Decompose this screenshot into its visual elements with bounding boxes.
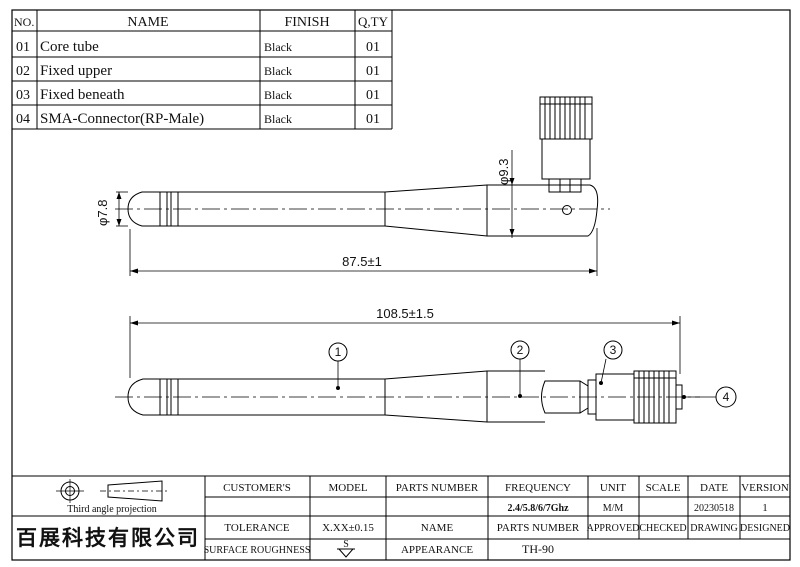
projection-symbol-cone	[107, 480, 163, 502]
folded-tube	[178, 184, 488, 237]
parts-row-4-qty: 01	[366, 112, 380, 127]
dim-folded-length: 87.5±1	[342, 254, 382, 269]
parts-row-3-name: Fixed beneath	[40, 87, 125, 103]
roughness-symbol	[337, 548, 355, 558]
folded-connector-knurl	[539, 96, 593, 140]
label-approved: APPROVED	[587, 523, 640, 534]
label-appearance: APPEARANCE	[401, 544, 473, 556]
header-date: DATE	[700, 482, 728, 494]
parts-table	[12, 10, 393, 130]
label-tolerance: TOLERANCE	[224, 522, 289, 534]
balloon-1-label: 1	[335, 345, 342, 359]
roughness-letter: S	[343, 539, 349, 550]
label-parts-number: PARTS NUMBER	[497, 522, 580, 534]
value-tolerance: X.XX±0.15	[322, 522, 374, 534]
parts-row-1-no: 01	[16, 40, 30, 55]
header-parts-number: PARTS NUMBER	[396, 482, 479, 494]
leader-3	[600, 358, 607, 384]
parts-row-3-no: 03	[16, 88, 30, 103]
parts-row-2-finish: Black	[264, 64, 292, 78]
header-frequency: FREQUENCY	[505, 482, 571, 494]
balloon-4-label: 4	[723, 390, 730, 404]
balloon-2-label: 2	[517, 343, 524, 357]
folded-hinge	[486, 184, 599, 237]
balloon-2-circle	[510, 340, 530, 360]
sheet-border	[11, 9, 791, 561]
parts-row-1-name: Core tube	[40, 39, 99, 55]
label-name: NAME	[421, 522, 454, 534]
folded-antenna-view	[115, 96, 610, 276]
parts-row-2-no: 02	[16, 64, 30, 79]
parts-row-1-finish: Black	[264, 40, 292, 54]
straight-antenna-view	[115, 316, 737, 424]
label-checked: CHECKED	[639, 523, 686, 534]
parts-row-4-finish: Black	[264, 112, 292, 126]
parts-row-4-name: SMA-Connector(RP-Male)	[40, 111, 204, 127]
dim-total-length: 108.5±1.5	[376, 306, 434, 321]
projection-label: Third angle projection	[67, 504, 156, 515]
label-drawing: DRAWING	[690, 523, 738, 534]
value-date: 20230518	[694, 503, 734, 514]
parts-row-2-qty: 01	[366, 64, 380, 79]
header-version: VERSION	[741, 482, 789, 494]
parts-header-finish: FINISH	[284, 15, 329, 30]
parts-header-no: NO.	[14, 15, 34, 29]
parts-header-name: NAME	[127, 15, 168, 30]
parts-row-2-name: Fixed upper	[40, 63, 112, 79]
title-block	[12, 475, 790, 560]
folded-hinge-pin	[562, 205, 572, 215]
dim-left-diameter: φ7.8	[95, 199, 110, 226]
header-customers: CUSTOMER'S	[223, 482, 291, 494]
label-surface-roughness: SURFACE ROUGHNESS	[204, 545, 311, 556]
header-unit: UNIT	[600, 482, 627, 494]
header-scale: SCALE	[646, 482, 681, 494]
parts-row-1-qty: 01	[366, 40, 380, 55]
parts-row-3-finish: Black	[264, 88, 292, 102]
value-frequency: 2.4/5.8/6/7Ghz	[507, 503, 569, 514]
value-part-no: TH-90	[522, 542, 554, 556]
label-designed: DESIGNED	[740, 523, 790, 534]
balloon-1-circle	[328, 342, 348, 362]
parts-header-qty: Q,TY	[358, 14, 389, 29]
value-version: 1	[762, 502, 768, 514]
parts-row-3-qty: 01	[366, 88, 380, 103]
balloon-4-circle	[715, 386, 737, 408]
value-unit: M/M	[603, 503, 624, 514]
balloon-3-label: 3	[610, 343, 617, 357]
dim-top-diameter: φ9.3	[496, 158, 511, 185]
straight-tube	[178, 370, 545, 423]
folded-connector-body	[541, 138, 591, 180]
company-name: 百展科技有限公司	[16, 526, 200, 550]
header-model: MODEL	[328, 482, 367, 494]
balloon-3-circle	[603, 340, 623, 360]
parts-row-4-no: 04	[16, 112, 30, 127]
